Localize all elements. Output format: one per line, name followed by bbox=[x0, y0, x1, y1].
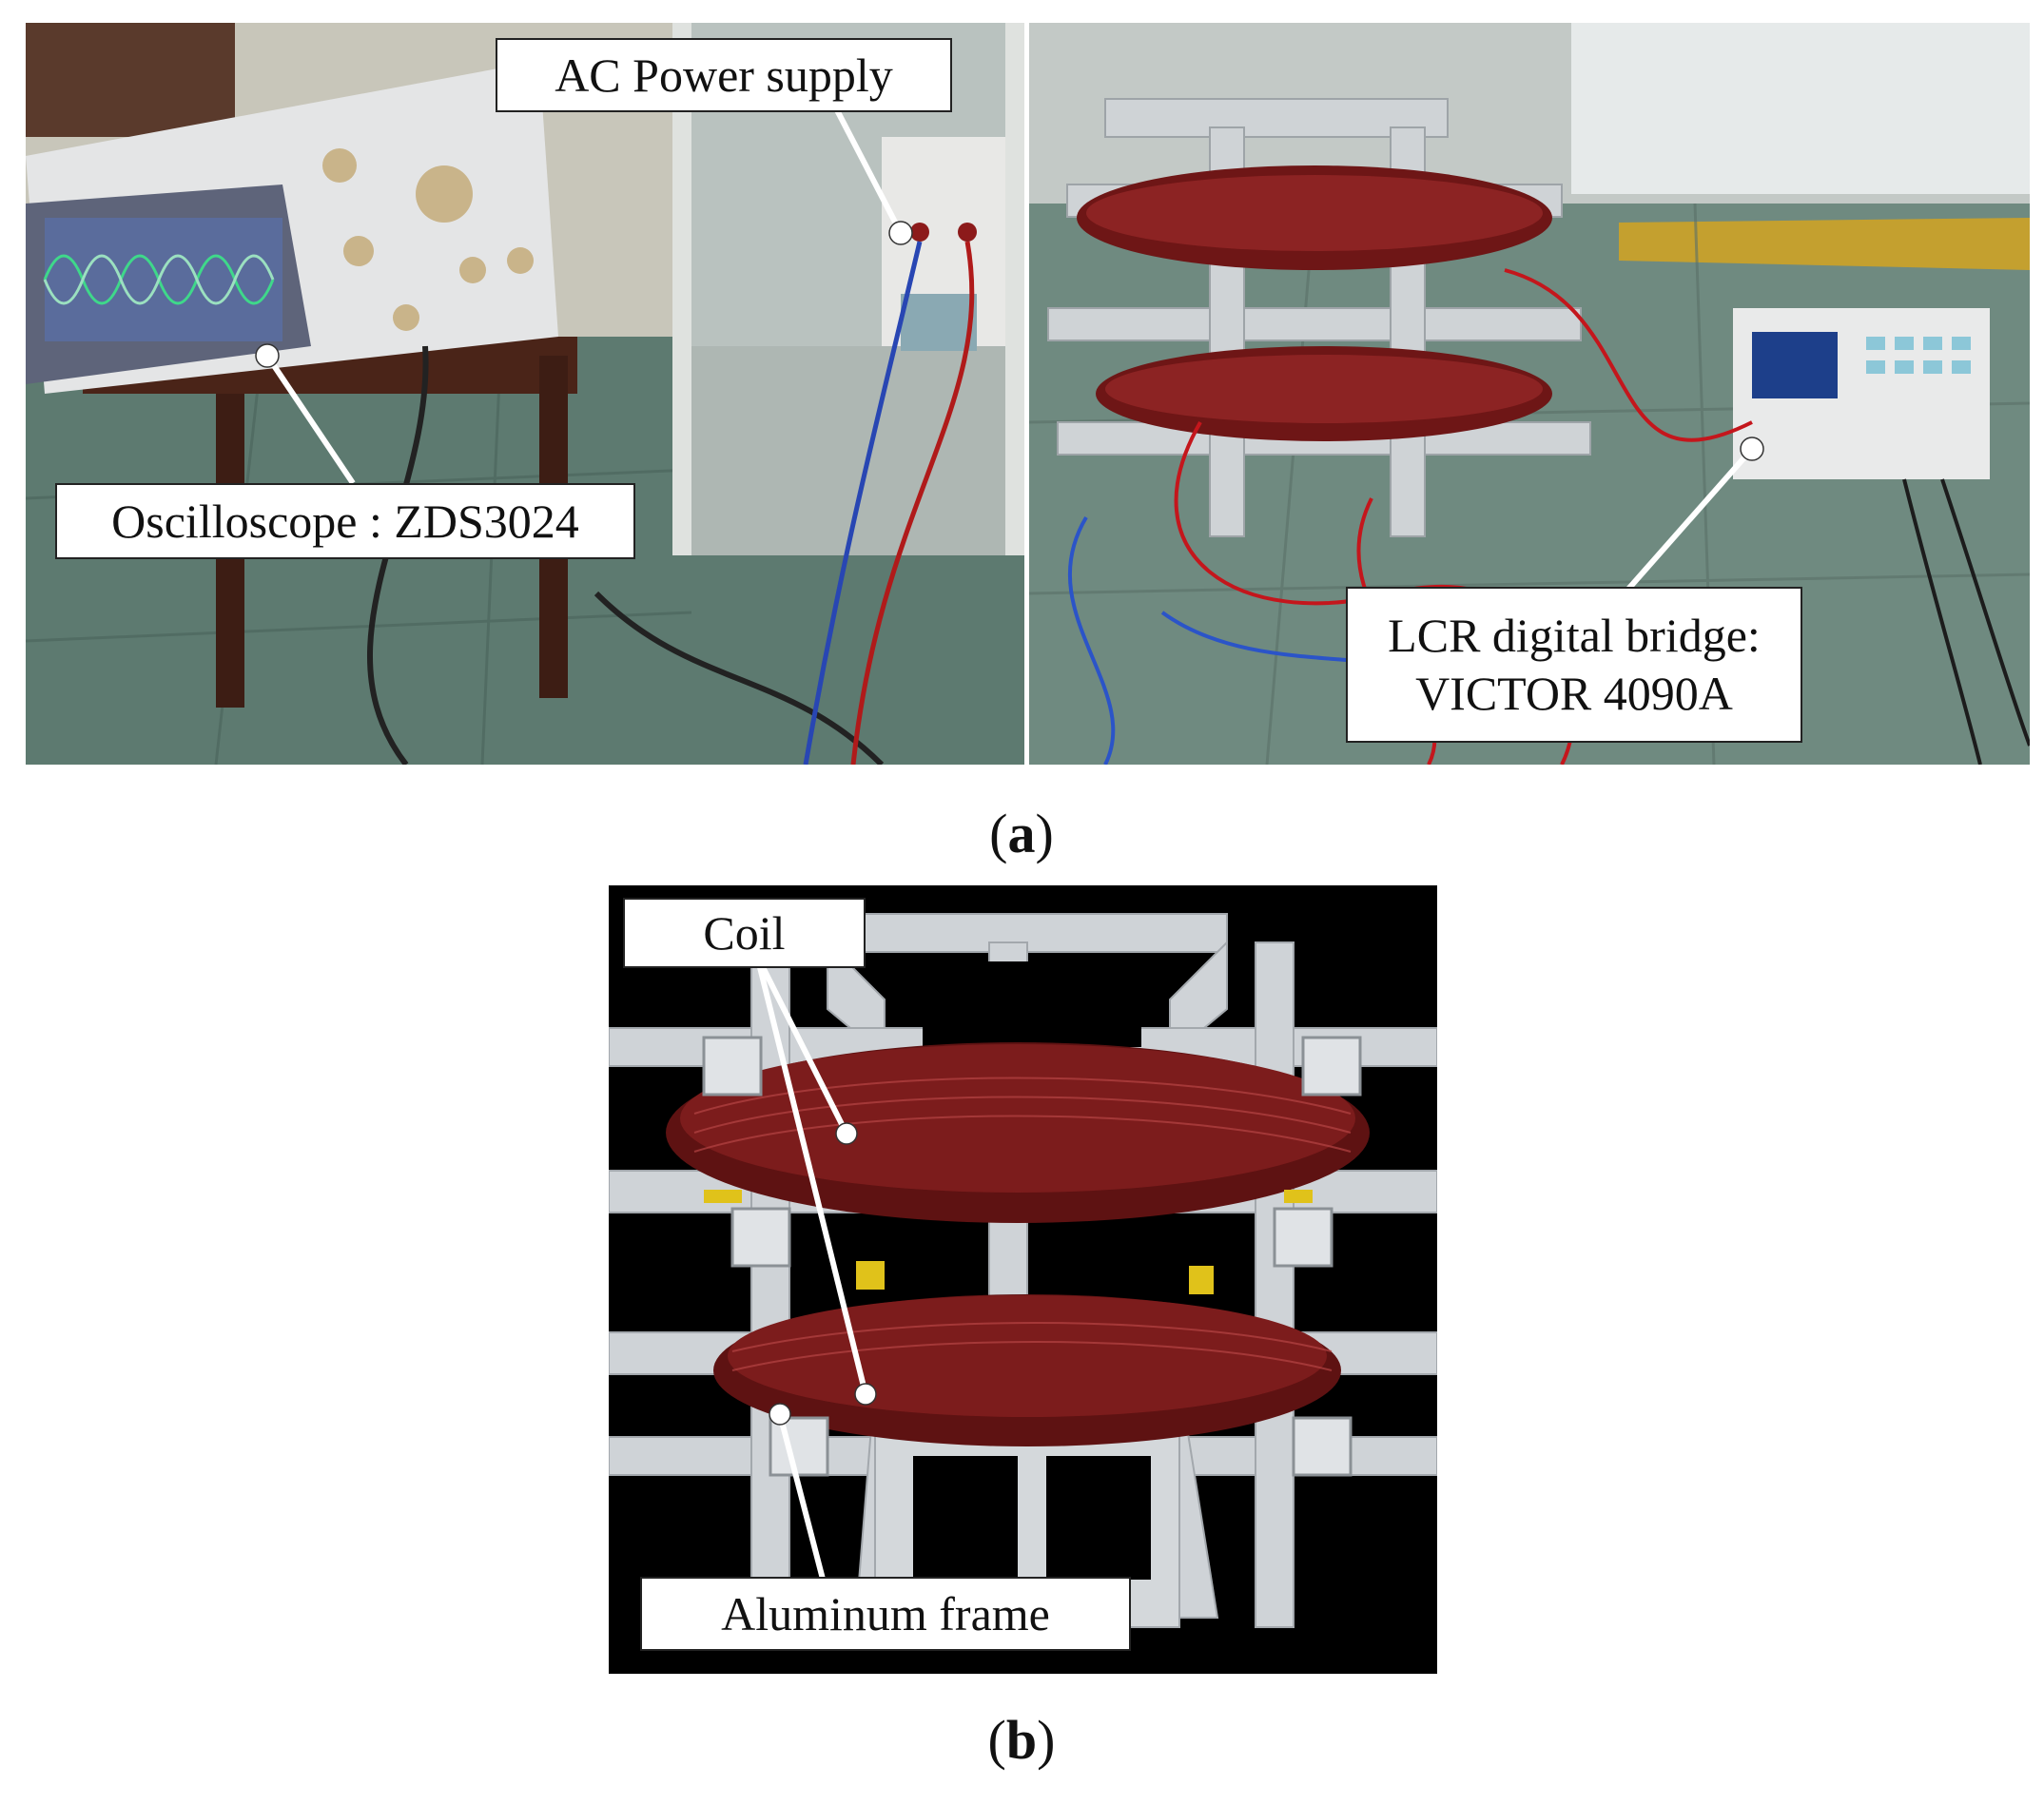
lcr-bridge-label: LCR digital bridge: VICTOR 4090A bbox=[1346, 587, 1802, 743]
oscilloscope-photo bbox=[26, 23, 1024, 765]
caption-a-letter: a bbox=[1007, 803, 1036, 864]
coil-label: Coil bbox=[623, 898, 866, 968]
lcr-bridge-label-line2: VICTOR 4090A bbox=[1415, 667, 1733, 720]
aluminum-frame-label: Aluminum frame bbox=[640, 1577, 1131, 1651]
lcr-bridge-label-line1: LCR digital bridge: bbox=[1388, 609, 1761, 662]
coil-frame-photo bbox=[609, 885, 1437, 1674]
caption-a: (a) bbox=[989, 803, 1054, 864]
caption-b-letter: b bbox=[1005, 1709, 1038, 1771]
oscilloscope-label: Oscilloscope : ZDS3024 bbox=[55, 483, 635, 559]
ac-power-supply-label: AC Power supply bbox=[496, 38, 952, 112]
caption-b: (b) bbox=[987, 1709, 1056, 1771]
